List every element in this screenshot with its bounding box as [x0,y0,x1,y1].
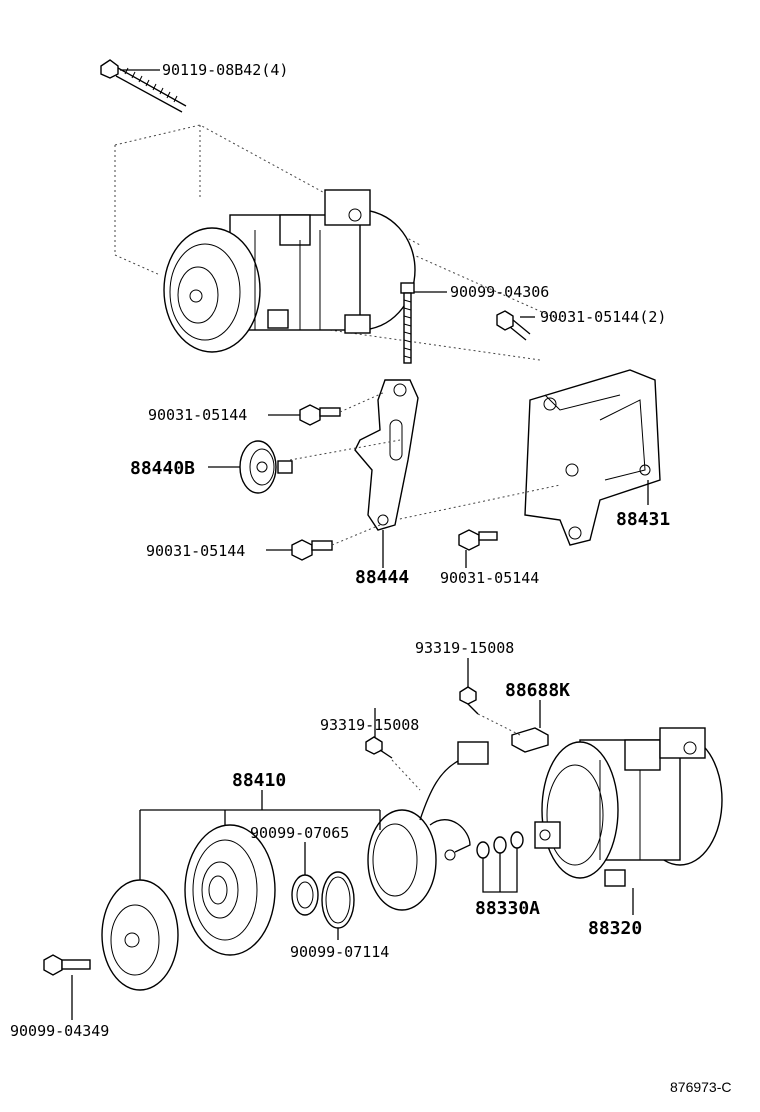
label-bolt-stud: 90099-04306 [450,283,549,301]
shims-drawing [476,831,524,859]
snap-ring-inner-drawing [291,874,319,916]
long-bolt-drawing [100,59,187,113]
bolt-right-drawing [496,310,531,341]
label-bolt-bottom: 90099-04349 [10,1022,109,1040]
bolt-bottom-drawing [43,954,91,976]
label-bolt-low-right: 90031-05144 [440,569,539,587]
label-bolt-top: 90119-08B42(4) [162,61,288,79]
label-bolt-mid-left: 90031-05144 [148,406,247,424]
label-shims: 88330A [475,898,540,919]
label-snap-ring-inner: 90099-07065 [250,824,349,842]
idler-pulley-drawing [239,440,293,494]
label-screw-upper: 93319-15008 [415,639,514,657]
label-screw-lower: 93319-15008 [320,716,419,734]
screw-lower-drawing [365,736,393,759]
label-bolt-low-left: 90031-05144 [146,542,245,560]
snap-ring-outer-drawing [321,871,355,929]
bolt-mid-left-drawing [299,404,341,426]
label-bracket-right: 88431 [616,509,670,530]
label-bolt-right: 90031-05144(2) [540,308,666,326]
screw-upper-drawing [459,686,479,715]
bolt-low-right-drawing [458,529,498,551]
pressure-plate-drawing [101,879,179,991]
label-idler-pulley: 88440B [130,458,195,479]
label-clutch-assy: 88410 [232,770,286,791]
field-coil-drawing [367,741,489,911]
compressor-lower-drawing [534,727,723,887]
connector-drawing [511,727,549,753]
compressor-top-drawing [163,189,416,353]
label-snap-ring-outer: 90099-07114 [290,943,389,961]
reference-code: 876973-C [670,1079,732,1095]
label-compressor: 88320 [588,918,642,939]
bracket-88431-drawing [524,369,661,546]
clutch-pulley-drawing [184,824,276,956]
label-bracket-center: 88444 [355,567,409,588]
bracket-88444-drawing [354,379,419,531]
stud-bolt-drawing [400,282,415,364]
label-connector: 88688K [505,680,570,701]
bolt-low-left-drawing [291,539,333,561]
